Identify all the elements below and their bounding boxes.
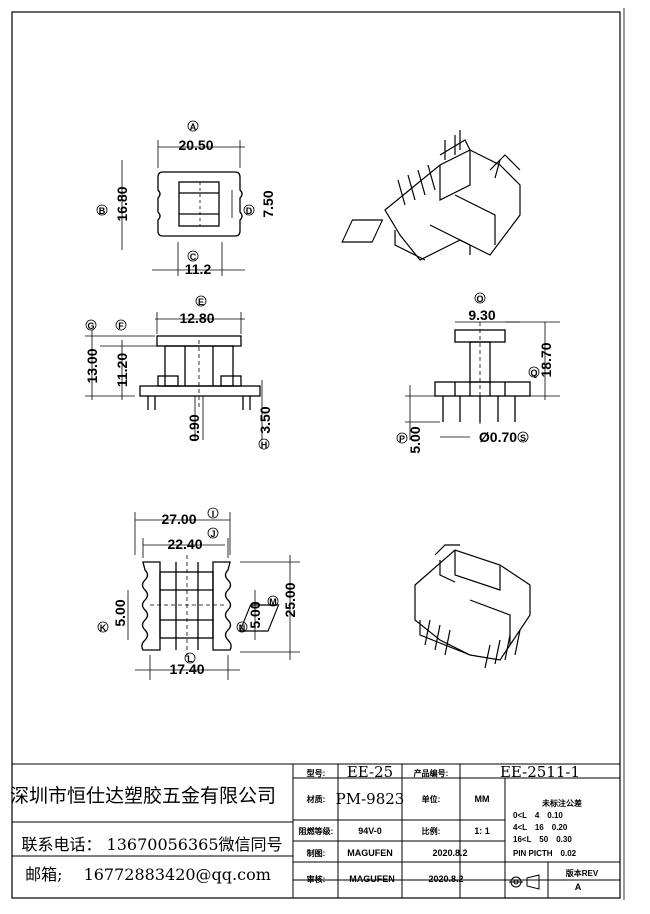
circle-label-k: K [100,623,107,633]
reviewed-by-label: 审核: [307,874,326,884]
dim-side-pin-diameter: Ø0.70 [479,429,517,445]
dim-front-top-width: 12.80 [179,310,214,326]
unit-label: 单位: [422,794,441,804]
company-name: 深圳市恒仕达塑胶五金有限公司 [10,785,276,807]
dim-bottom-outer: 27.00 [161,511,196,527]
circle-label-q: Q [530,368,537,378]
circle-label-i: I [212,509,215,519]
isometric-view-bottom [239,544,531,669]
isometric-view-top [341,130,521,261]
reviewed-by-value: MAGUFEN [349,874,395,884]
circle-label-s: S [520,433,526,443]
part-number-value: EE-2511-1 [500,763,580,781]
drawn-by-value: MAGUFEN [347,848,393,858]
tolerance-row-1: 0<L 4 0.10 [513,811,563,820]
contact-phone: 联系电话： 13670056365微信同号 [21,835,282,854]
dim-bottom-base: 17.40 [169,661,204,677]
tolerance-pin-pitch: PIN PICTH 0.02 [513,849,577,858]
circle-label-a: A [190,122,197,132]
dim-top-width: 20.50 [178,137,213,153]
material-label: 材质: [307,794,326,804]
circle-label-m: M [269,597,277,607]
dim-top-bottom: 11.2 [185,261,212,277]
dim-side-width: 9.30 [468,307,495,323]
circle-label-e: E [198,297,204,307]
dim-front-inner-height: 11.20 [114,353,130,387]
dim-side-pin-length: 5.00 [407,426,423,453]
circle-label-l: L [187,654,193,664]
dim-top-height: 16.80 [114,186,130,221]
tolerance-title: 未标注公差 [541,798,582,808]
dim-bottom-depth: 25.00 [282,582,298,617]
scale-label: 比例: [422,826,441,836]
projection-symbol-icon [509,874,540,890]
dim-bottom-left-pitch: 5.00 [112,599,128,626]
side-view [405,321,560,440]
title-block [11,763,621,899]
dim-front-total-height: 13.00 [84,348,100,383]
circle-label-h: H [261,440,268,450]
dim-front-pin-length: 3.50 [257,406,273,433]
review-date: 2020.8.2 [428,874,463,884]
material-value: PM-9823 [336,790,405,808]
circle-label-b: B [99,206,106,216]
revision-label: 版本REV [565,868,599,878]
circle-label-j: J [210,529,215,539]
model-value: EE-25 [347,763,393,781]
circle-label-f: F [118,321,124,331]
contact-email: 邮箱; 16772883420@qq.com [25,865,271,884]
tolerance-row-2: 4<L 16 0.20 [513,823,568,832]
flame-rating-label: 阻燃等级: [299,826,334,836]
dim-bottom-right-pitch: 5.00 [247,601,263,628]
model-label: 型号: [307,768,326,778]
dim-top-inner: 7.50 [260,190,276,217]
circle-label-n: N [239,623,246,633]
unit-value: MM [475,794,490,804]
scale-value: 1: 1 [474,826,490,836]
dim-bottom-inner: 22.40 [167,536,202,552]
dim-front-pin-width: 0.90 [186,414,202,441]
circle-label-o: O [476,294,483,304]
circle-label-g: G [87,321,94,331]
part-number-label: 产品编号: [414,768,449,778]
drawn-by-label: 制图: [307,848,326,858]
flame-rating-value: 94V-0 [358,826,382,836]
bottom-view [127,512,300,680]
dim-side-height: 18.70 [538,342,554,377]
front-view [85,312,263,440]
circle-label-p: P [399,434,405,444]
circle-label-d: D [246,206,253,216]
top-view [121,140,245,276]
tolerance-row-3: 16<L 50 0.30 [513,835,572,844]
circle-label-c: C [190,252,197,262]
drawn-date: 2020.8.2 [432,848,467,858]
revision-value: A [575,882,582,892]
